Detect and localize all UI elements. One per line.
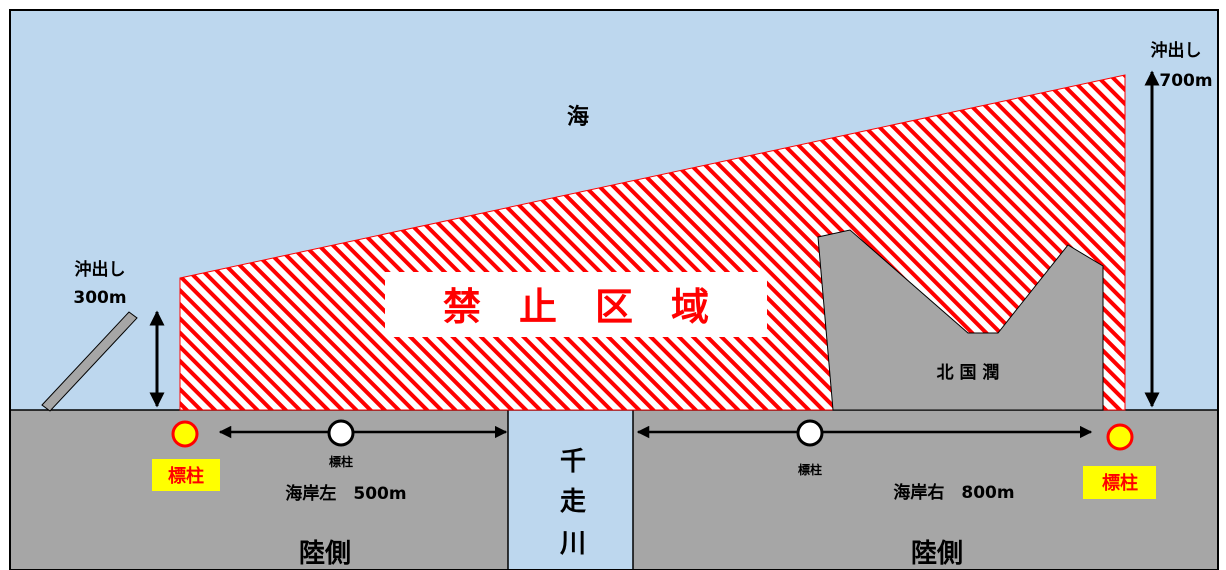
river-label-char-1: 千 bbox=[560, 447, 586, 477]
left-end-post bbox=[171, 420, 199, 448]
right-end-post-badge bbox=[1083, 466, 1156, 499]
right-land-label: 陸側 bbox=[911, 539, 963, 569]
right-mid-post-label: 標柱 bbox=[798, 462, 822, 477]
kitakuni-outcrop bbox=[817, 229, 1104, 411]
left-mid-post bbox=[327, 419, 355, 447]
right-offshore-label-1: 沖出し bbox=[1151, 40, 1202, 61]
kitakuni-label: 北 国 潤 bbox=[937, 363, 1000, 383]
right-end-post-label: 標柱 bbox=[1102, 472, 1138, 494]
left-coast-label: 海岸左 500m bbox=[285, 483, 406, 504]
zone-label: 禁 止 区 域 bbox=[443, 285, 709, 329]
left-end-post-label: 標柱 bbox=[168, 465, 204, 487]
breakwater bbox=[41, 311, 138, 412]
sea-label: 海 bbox=[567, 104, 589, 130]
left-land-label: 陸側 bbox=[299, 539, 351, 569]
zone-label-box bbox=[385, 272, 767, 337]
left-mid-post-label: 標柱 bbox=[329, 454, 353, 469]
right-mid-post bbox=[796, 419, 824, 447]
left-offshore-label-1: 沖出し bbox=[75, 259, 126, 280]
left-offshore-label-2: 300m bbox=[73, 288, 126, 308]
frame-border bbox=[9, 9, 1219, 570]
right-offshore-label-2: 700m bbox=[1159, 71, 1212, 91]
left-end-post-badge bbox=[152, 459, 220, 491]
river-label-char-3: 川 bbox=[560, 529, 586, 559]
right-coast-label: 海岸右 800m bbox=[893, 482, 1014, 503]
land-left bbox=[10, 410, 508, 570]
river bbox=[508, 410, 633, 570]
right-end-post bbox=[1106, 423, 1134, 451]
river-label-char-2: 走 bbox=[560, 487, 586, 517]
